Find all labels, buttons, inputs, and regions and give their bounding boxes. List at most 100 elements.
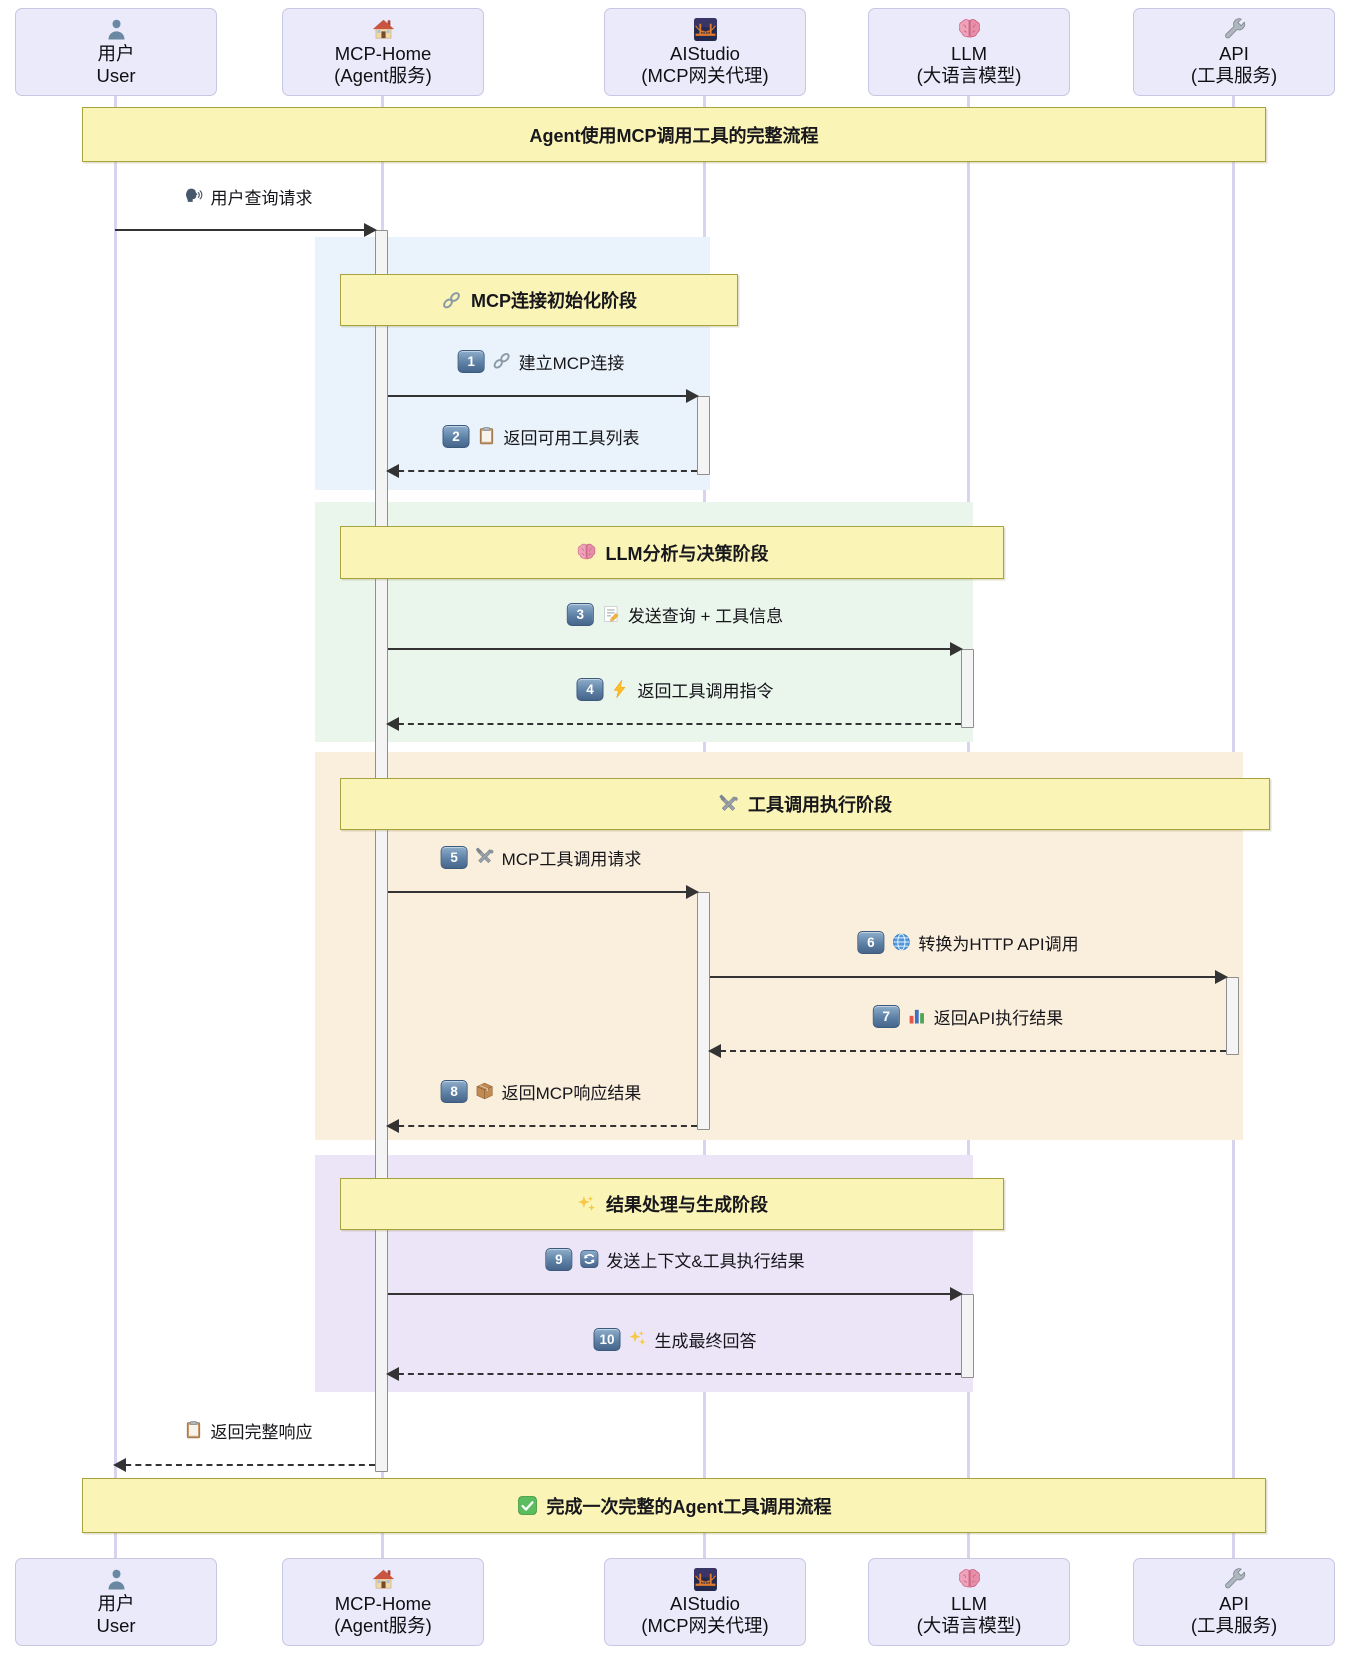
arrow-http-api-call xyxy=(710,970,1228,984)
step-badge: 8 xyxy=(440,1079,468,1103)
step-badge: 5 xyxy=(440,845,468,869)
message-text: 发送查询 + 工具信息 xyxy=(627,606,784,626)
message-text: 发送上下文&工具执行结果 xyxy=(606,1251,805,1271)
arrow-send-query-tools xyxy=(388,642,963,656)
bar-chart-icon xyxy=(907,1006,927,1026)
phase-label-text: MCP连接初始化阶段 xyxy=(471,291,637,311)
message-text: 转换为HTTP API调用 xyxy=(918,934,1079,954)
actor-name: LLM xyxy=(951,1593,987,1614)
actor-name: API xyxy=(1219,43,1249,64)
actor-subtitle: (MCP网关代理) xyxy=(641,65,769,86)
bridge-icon xyxy=(693,1567,718,1592)
actor-api-bottom: API (工具服务) xyxy=(1133,1558,1335,1646)
message-return-mcp-result: 8 返回MCP响应结果 xyxy=(440,1077,642,1105)
clipboard-icon xyxy=(477,426,497,446)
actor-name: AIStudio xyxy=(670,43,740,64)
house-icon xyxy=(371,1567,396,1592)
step-badge: 3 xyxy=(566,602,594,626)
actor-subtitle: (Agent服务) xyxy=(334,65,432,86)
actor-llm-bottom: LLM (大语言模型) xyxy=(868,1558,1070,1646)
title-banner-top: Agent使用MCP调用工具的完整流程 xyxy=(82,107,1266,162)
actor-mcp-home-top: MCP-Home (Agent服务) xyxy=(282,8,484,96)
actor-subtitle: User xyxy=(96,1615,136,1636)
actor-llm-top: LLM (大语言模型) xyxy=(868,8,1070,96)
message-text: 返回工具调用指令 xyxy=(637,681,774,701)
refresh-icon xyxy=(579,1249,599,1269)
actor-name: MCP-Home xyxy=(334,43,432,64)
wrench-icon xyxy=(1222,17,1247,42)
actor-subtitle: (Agent服务) xyxy=(334,1615,432,1636)
phase-label-llm-analysis: LLM分析与决策阶段 xyxy=(340,526,1004,579)
arrow-generate-final-answer xyxy=(386,1367,961,1381)
sparkles-icon xyxy=(576,1194,597,1215)
message-return-full-response: 返回完整响应 xyxy=(184,1416,313,1444)
package-icon xyxy=(475,1081,495,1101)
message-send-query-tools: 3 发送查询 + 工具信息 xyxy=(566,600,784,628)
actor-aistudio-top: AIStudio (MCP网关代理) xyxy=(604,8,806,96)
message-text: 返回完整响应 xyxy=(210,1422,313,1442)
phase-label-text: 结果处理与生成阶段 xyxy=(606,1195,768,1215)
message-return-tool-list: 2 返回可用工具列表 xyxy=(442,422,640,450)
activation-mcp-home xyxy=(375,230,388,1472)
arrow-establish-mcp xyxy=(388,389,699,403)
phase-label-tool-exec: 工具调用执行阶段 xyxy=(340,778,1270,830)
actor-subtitle: (MCP网关代理) xyxy=(641,1615,769,1636)
actor-subtitle: User xyxy=(96,65,136,86)
arrow-send-context-result xyxy=(388,1287,963,1301)
step-badge: 2 xyxy=(442,424,470,448)
actor-mcp-home-bottom: MCP-Home (Agent服务) xyxy=(282,1558,484,1646)
message-text: MCP工具调用请求 xyxy=(501,849,642,869)
actor-subtitle: (大语言模型) xyxy=(916,1615,1022,1636)
message-mcp-tool-request: 5 MCP工具调用请求 xyxy=(440,843,642,871)
phase-label-text: LLM分析与决策阶段 xyxy=(605,543,769,564)
activation-llm-1 xyxy=(961,649,974,728)
message-http-api-call: 6 转换为HTTP API调用 xyxy=(857,928,1079,956)
person-icon xyxy=(104,17,129,42)
message-send-context-result: 9 发送上下文&工具执行结果 xyxy=(545,1245,805,1273)
globe-icon xyxy=(891,932,911,952)
phase-label-text: 工具调用执行阶段 xyxy=(748,795,892,815)
phase-label-result-gen: 结果处理与生成阶段 xyxy=(340,1178,1004,1230)
step-badge: 1 xyxy=(457,349,485,373)
actor-api-top: API (工具服务) xyxy=(1133,8,1335,96)
step-badge: 10 xyxy=(593,1327,621,1351)
message-text: 返回可用工具列表 xyxy=(503,428,640,448)
message-text: 生成最终回答 xyxy=(654,1331,757,1351)
arrow-return-full-response xyxy=(113,1458,375,1472)
clipboard-icon xyxy=(184,1420,204,1440)
actor-name: API xyxy=(1219,1593,1249,1614)
memo-icon xyxy=(601,604,621,624)
brain-icon xyxy=(957,17,982,42)
message-establish-mcp: 1 建立MCP连接 xyxy=(457,347,625,375)
message-text: 建立MCP连接 xyxy=(518,353,625,373)
lifeline-user xyxy=(113,94,117,1558)
link-icon xyxy=(441,290,462,311)
message-text: 返回API执行结果 xyxy=(933,1008,1064,1028)
actor-subtitle: (大语言模型) xyxy=(916,65,1022,86)
message-text: 返回MCP响应结果 xyxy=(501,1083,642,1103)
house-icon xyxy=(371,17,396,42)
actor-aistudio-bottom: AIStudio (MCP网关代理) xyxy=(604,1558,806,1646)
activation-aistudio-2 xyxy=(697,892,710,1130)
message-user-query: 用户查询请求 xyxy=(184,182,313,210)
message-return-tool-instruction: 4 返回工具调用指令 xyxy=(576,675,774,703)
actor-name: 用户 xyxy=(97,1593,135,1614)
arrow-return-api-result xyxy=(708,1044,1226,1058)
activation-aistudio-1 xyxy=(697,396,710,475)
diagram-closing-note: 完成一次完整的Agent工具调用流程 xyxy=(546,1496,832,1517)
activation-llm-2 xyxy=(961,1294,974,1378)
link-icon xyxy=(492,351,512,371)
actor-name: MCP-Home xyxy=(334,1593,432,1614)
step-badge: 4 xyxy=(576,677,604,701)
step-badge: 7 xyxy=(872,1004,900,1028)
actor-user-top: 用户 User xyxy=(15,8,217,96)
actor-name: 用户 xyxy=(97,43,135,64)
activation-api xyxy=(1226,977,1239,1055)
step-badge: 9 xyxy=(545,1247,573,1271)
arrow-return-tool-list xyxy=(386,464,697,478)
message-text: 用户查询请求 xyxy=(210,188,313,208)
actor-name: LLM xyxy=(951,43,987,64)
message-generate-final-answer: 10 生成最终回答 xyxy=(593,1325,757,1353)
lightning-icon xyxy=(611,679,631,699)
